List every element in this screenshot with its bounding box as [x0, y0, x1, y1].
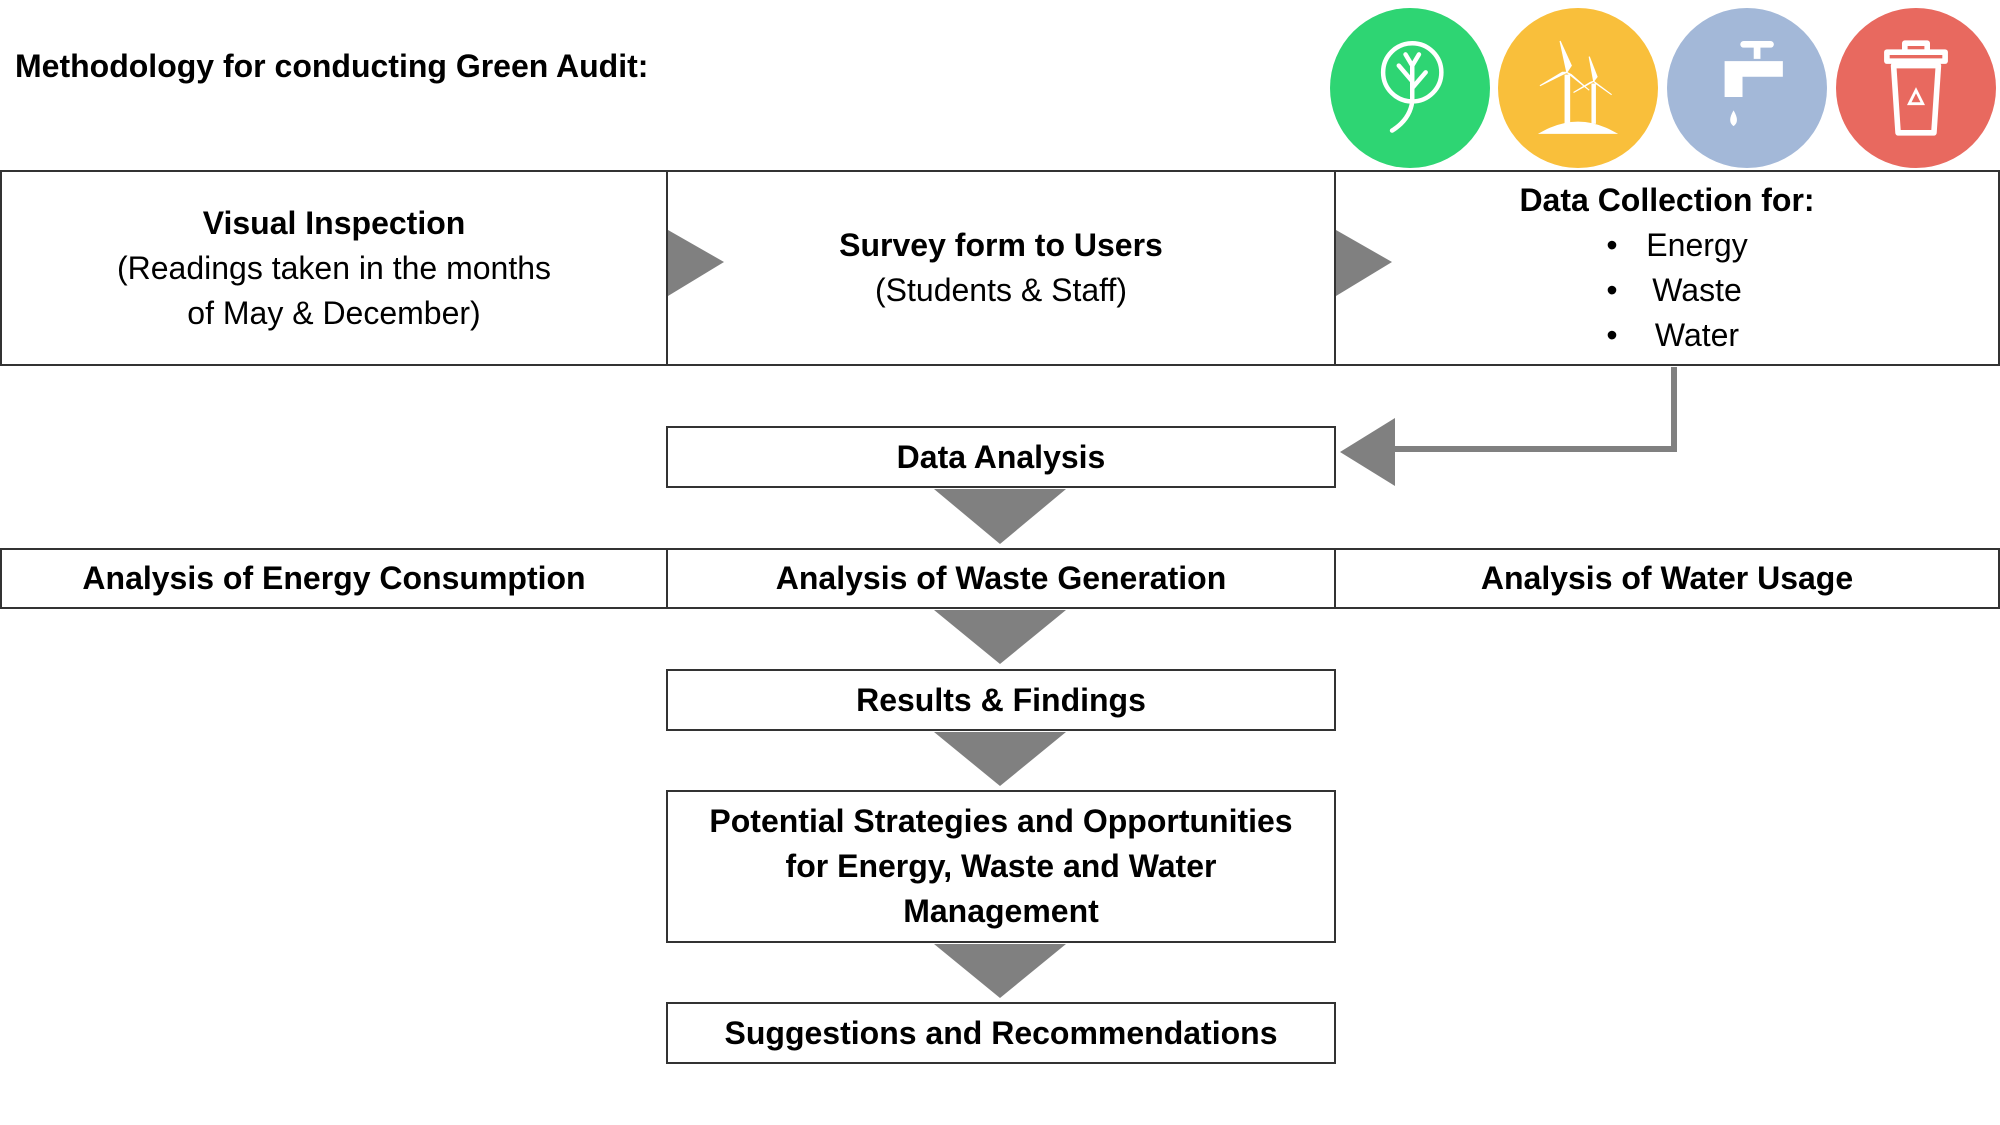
strategies-box: Potential Strategies and Opportunities f… [666, 790, 1336, 943]
survey-box: Survey form to Users (Students & Staff) [666, 170, 1336, 366]
wind-turbine-icon [1498, 8, 1658, 168]
water-tap-icon [1667, 8, 1827, 168]
visual-inspection-box: Visual Inspection (Readings taken in the… [0, 170, 668, 366]
visual-inspection-line2: of May & December) [187, 294, 481, 331]
tree-icon [1330, 8, 1490, 168]
visual-inspection-line1: (Readings taken in the months [116, 249, 552, 286]
page-title: Methodology for conducting Green Audit: [15, 48, 649, 84]
strategies-line3: Management [903, 893, 1099, 929]
arrow-right-2 [1336, 230, 1392, 296]
results-box: Results & Findings [666, 669, 1336, 731]
arrow-down-1 [934, 489, 1066, 544]
arrow-left-1 [1340, 418, 1395, 486]
visual-inspection-title: Visual Inspection [202, 204, 466, 241]
arrow-right-1 [668, 230, 724, 296]
connector-line [1393, 367, 1677, 452]
data-collection-title: Data Collection for: [1519, 182, 1815, 218]
list-item: •Waste [1606, 272, 1742, 308]
survey-subtitle: (Students & Staff) [875, 272, 1127, 308]
strategies-line2: for Energy, Waste and Water [785, 848, 1217, 884]
arrow-down-2 [934, 610, 1066, 664]
list-item: •Energy [1606, 227, 1748, 263]
survey-title: Survey form to Users [839, 227, 1163, 263]
suggestions-box: Suggestions and Recommendations [666, 1002, 1336, 1064]
arrow-down-4 [934, 944, 1066, 998]
arrow-down-3 [934, 732, 1066, 786]
data-analysis-box: Data Analysis [666, 426, 1336, 488]
data-collection-list: •Energy •Waste •Water [1582, 223, 1752, 358]
recycle-bin-icon [1836, 8, 1996, 168]
list-item: •Water [1606, 317, 1740, 353]
energy-analysis-box: Analysis of Energy Consumption [0, 548, 668, 609]
data-collection-box: Data Collection for: •Energy •Waste •Wat… [1334, 170, 2000, 366]
waste-analysis-box: Analysis of Waste Generation [666, 548, 1336, 609]
water-analysis-box: Analysis of Water Usage [1334, 548, 2000, 609]
strategies-line1: Potential Strategies and Opportunities [709, 803, 1293, 839]
